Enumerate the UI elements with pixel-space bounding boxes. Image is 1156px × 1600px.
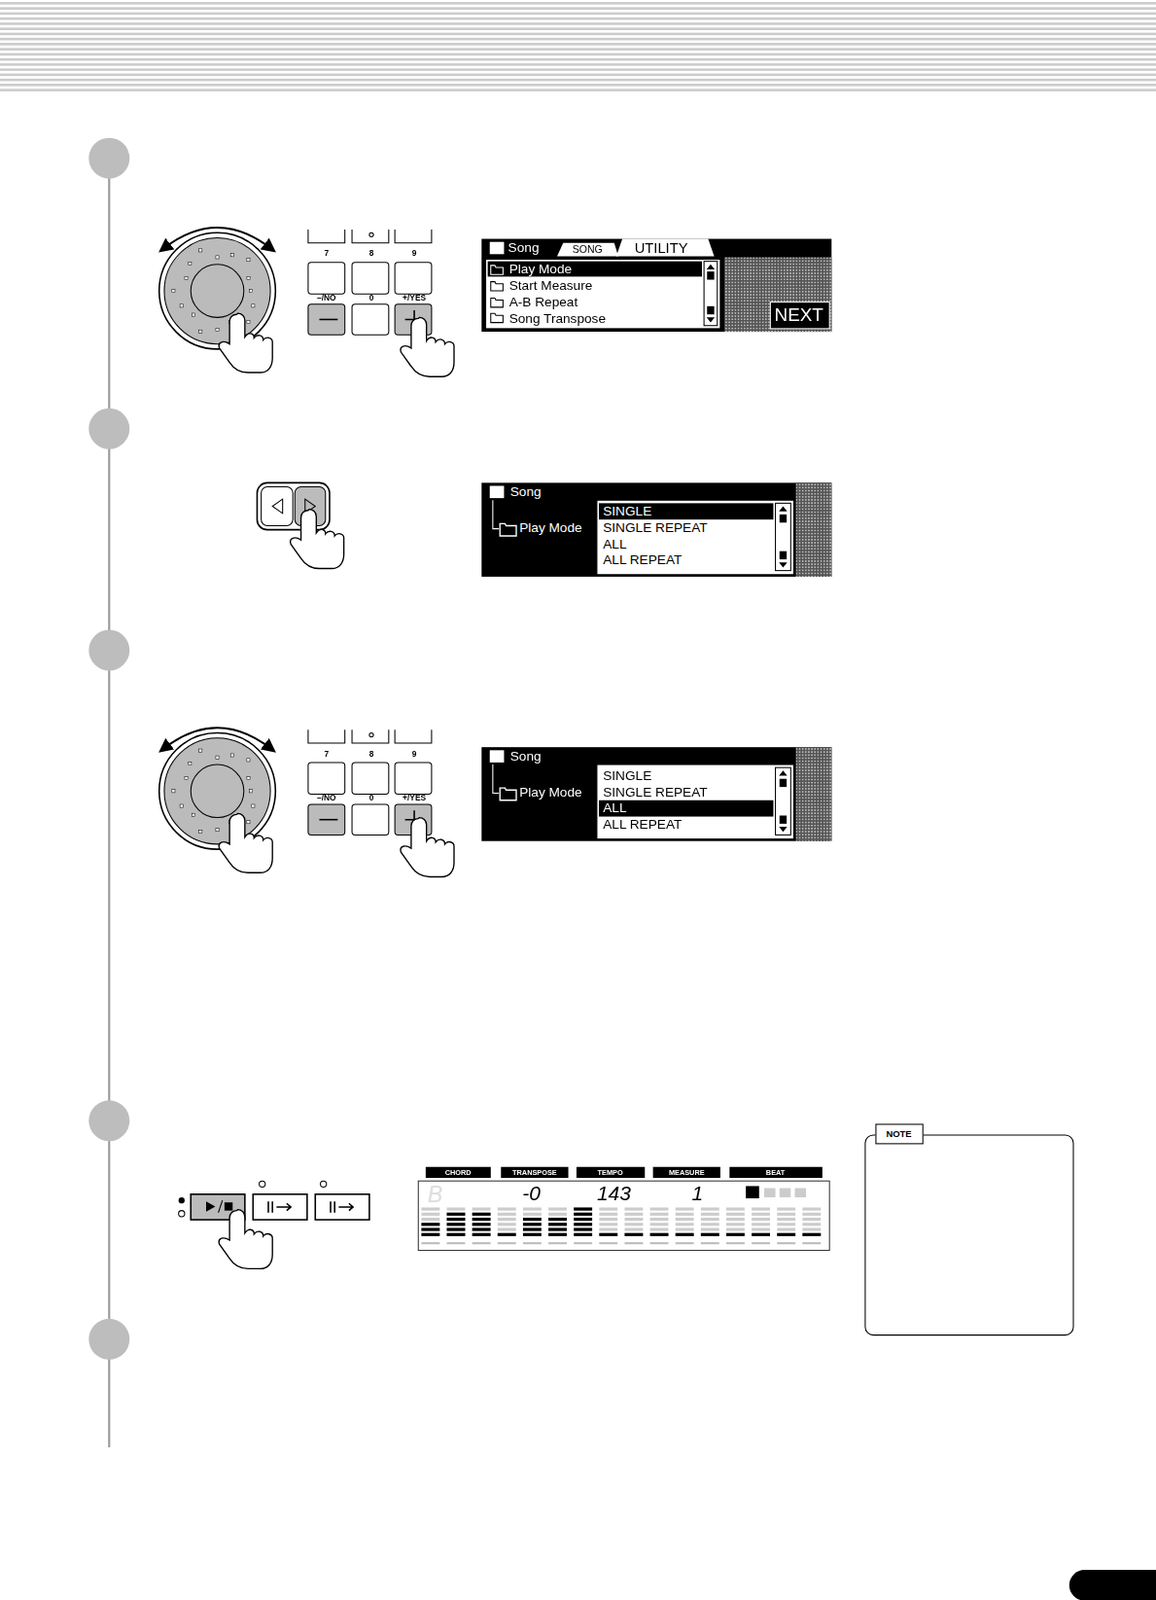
label-text: 7: [323, 249, 329, 258]
step-line: [107, 158, 110, 1447]
indicator-label: CHORD: [425, 1165, 491, 1178]
indicator-label: TRANSPOSE: [500, 1165, 568, 1178]
data-dial: [159, 227, 277, 350]
label-text: –/NO: [316, 293, 337, 302]
label-text: ALL REPEAT: [602, 553, 682, 567]
indicator-label: TEMPO: [575, 1165, 644, 1178]
label-text: 8: [369, 749, 375, 758]
keypad: [308, 729, 432, 835]
label-text: +/YES: [402, 293, 426, 302]
label-text: ALL REPEAT: [602, 817, 682, 832]
node-text: MEASURE: [668, 1168, 705, 1176]
note-tag: NOTE: [875, 1122, 923, 1144]
label-text: +/YES: [402, 793, 426, 802]
label-text: 0: [369, 293, 375, 302]
label-text: 8: [369, 249, 375, 258]
panel-lcd: B: [418, 1180, 830, 1250]
keypad: [308, 229, 432, 335]
node-text: BEAT: [766, 1168, 785, 1176]
lcd-screen: [481, 239, 832, 332]
label-text: –/NO: [316, 793, 337, 802]
page-number-tab: [1069, 1569, 1156, 1600]
label-text: Song: [510, 748, 542, 763]
label-text: 7: [323, 749, 329, 758]
note-box: [865, 1134, 1074, 1335]
label-text: SINGLE: [602, 768, 652, 782]
label-text: Start Measure: [509, 278, 594, 292]
node-text: NOTE: [885, 1128, 911, 1138]
label-text: A-B Repeat: [509, 294, 579, 309]
lcd-screen: [481, 746, 832, 841]
header-stripes: [0, 1, 1156, 92]
label-text: Song Transpose: [509, 311, 606, 325]
label-text: UTILITY: [634, 241, 689, 256]
transport-buttons: [178, 1180, 370, 1220]
label-text: SINGLE: [602, 503, 652, 518]
label-text: 9: [412, 249, 418, 258]
label-text: Song: [508, 241, 540, 255]
svg-text:B: B: [427, 1181, 443, 1207]
label-text: SINGLE REPEAT: [602, 520, 707, 534]
label-text: Song: [510, 484, 542, 498]
node-text: TEMPO: [596, 1168, 623, 1176]
node-text: CHORD: [445, 1168, 472, 1176]
step-circles: [88, 138, 130, 1360]
label-text: SINGLE REPEAT: [602, 784, 707, 799]
label-text: -0: [522, 1182, 541, 1203]
label-text: Play Mode: [509, 262, 572, 277]
label-text: 143: [596, 1182, 631, 1203]
label-text: SONG: [572, 245, 603, 255]
label-text: 9: [412, 749, 418, 758]
label-text: 0: [369, 793, 375, 802]
lcd-screen: [481, 482, 832, 577]
label-text: Play Mode: [519, 784, 582, 799]
label-text: ALL: [602, 536, 627, 551]
label-text: NEXT: [774, 305, 824, 324]
data-dial: [159, 727, 277, 849]
node-text: TRANSPOSE: [512, 1168, 558, 1176]
label-text: Play Mode: [519, 520, 582, 534]
cursor-buttons: [256, 482, 330, 529]
label-text: 1: [692, 1182, 704, 1203]
indicator-label: MEASURE: [653, 1165, 721, 1178]
label-text: ALL: [602, 801, 627, 815]
indicator-label: BEAT: [729, 1165, 822, 1178]
